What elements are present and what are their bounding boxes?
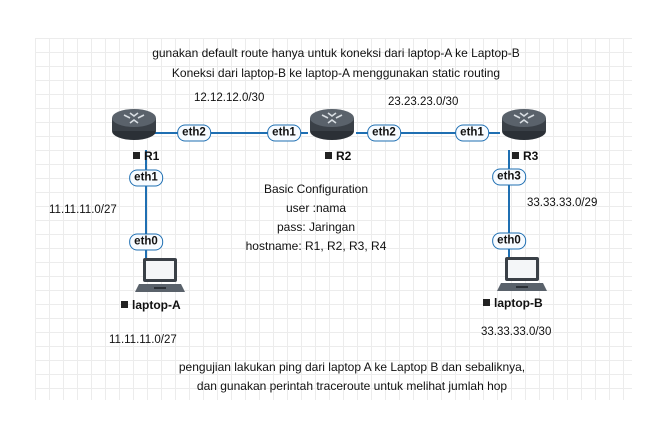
router-icon-r3[interactable] [500,105,548,143]
device-label-r3: R3 [512,149,538,163]
device-label-laptop-b: laptop-B [483,296,543,310]
network-label-r1-r2: 12.12.12.0/30 [194,92,265,104]
network-label-lan-a-lower: 11.11.11.0/27 [109,334,177,346]
link-r1-laptop-a [145,150,147,262]
router-icon-r1[interactable] [110,105,158,143]
router-icon-r2[interactable] [308,105,356,143]
network-label-r2-r3: 23.23.23.0/30 [388,96,459,108]
note-top-line2: Koneksi dari laptop-B ke laptop-A menggu… [171,66,501,80]
network-label-lan-b-lower: 33.33.33.0/30 [481,326,552,338]
device-label-r2: R2 [325,149,351,163]
link-r2-r3 [356,132,500,134]
grid-background [35,38,632,400]
link-r3-laptop-b [508,150,510,260]
iface-laptop-b-eth0[interactable]: eth0 [492,232,526,250]
note-bottom-line2: dan gunakan perintah traceroute untuk me… [196,379,508,393]
device-label-laptop-a: laptop-A [121,298,181,312]
link-r1-r2 [152,132,308,134]
iface-laptop-a-eth0[interactable]: eth0 [129,233,163,251]
iface-r1-eth2[interactable]: eth2 [177,124,211,142]
iface-r1-eth1[interactable]: eth1 [129,169,163,187]
laptop-icon-a[interactable] [135,256,185,296]
iface-r3-eth1[interactable]: eth1 [455,124,489,142]
laptop-icon-b[interactable] [497,255,547,295]
note-top-line1: gunakan default route hanya untuk koneks… [152,46,520,60]
config-pass: pass: Jaringan [276,220,356,234]
note-bottom-line1: pengujian lakukan ping dari laptop A ke … [178,360,526,374]
iface-r2-eth1[interactable]: eth1 [267,124,301,142]
network-label-lan-b-upper: 33.33.33.0/29 [527,197,598,209]
iface-r2-eth2[interactable]: eth2 [367,124,401,142]
device-label-r1: R1 [133,149,159,163]
config-hostname: hostname: R1, R2, R3, R4 [245,239,387,253]
config-user: user :nama [285,201,347,215]
network-label-lan-a-upper: 11.11.11.0/27 [49,204,117,216]
iface-r3-eth3[interactable]: eth3 [492,168,526,186]
config-title: Basic Configuration [263,182,369,196]
